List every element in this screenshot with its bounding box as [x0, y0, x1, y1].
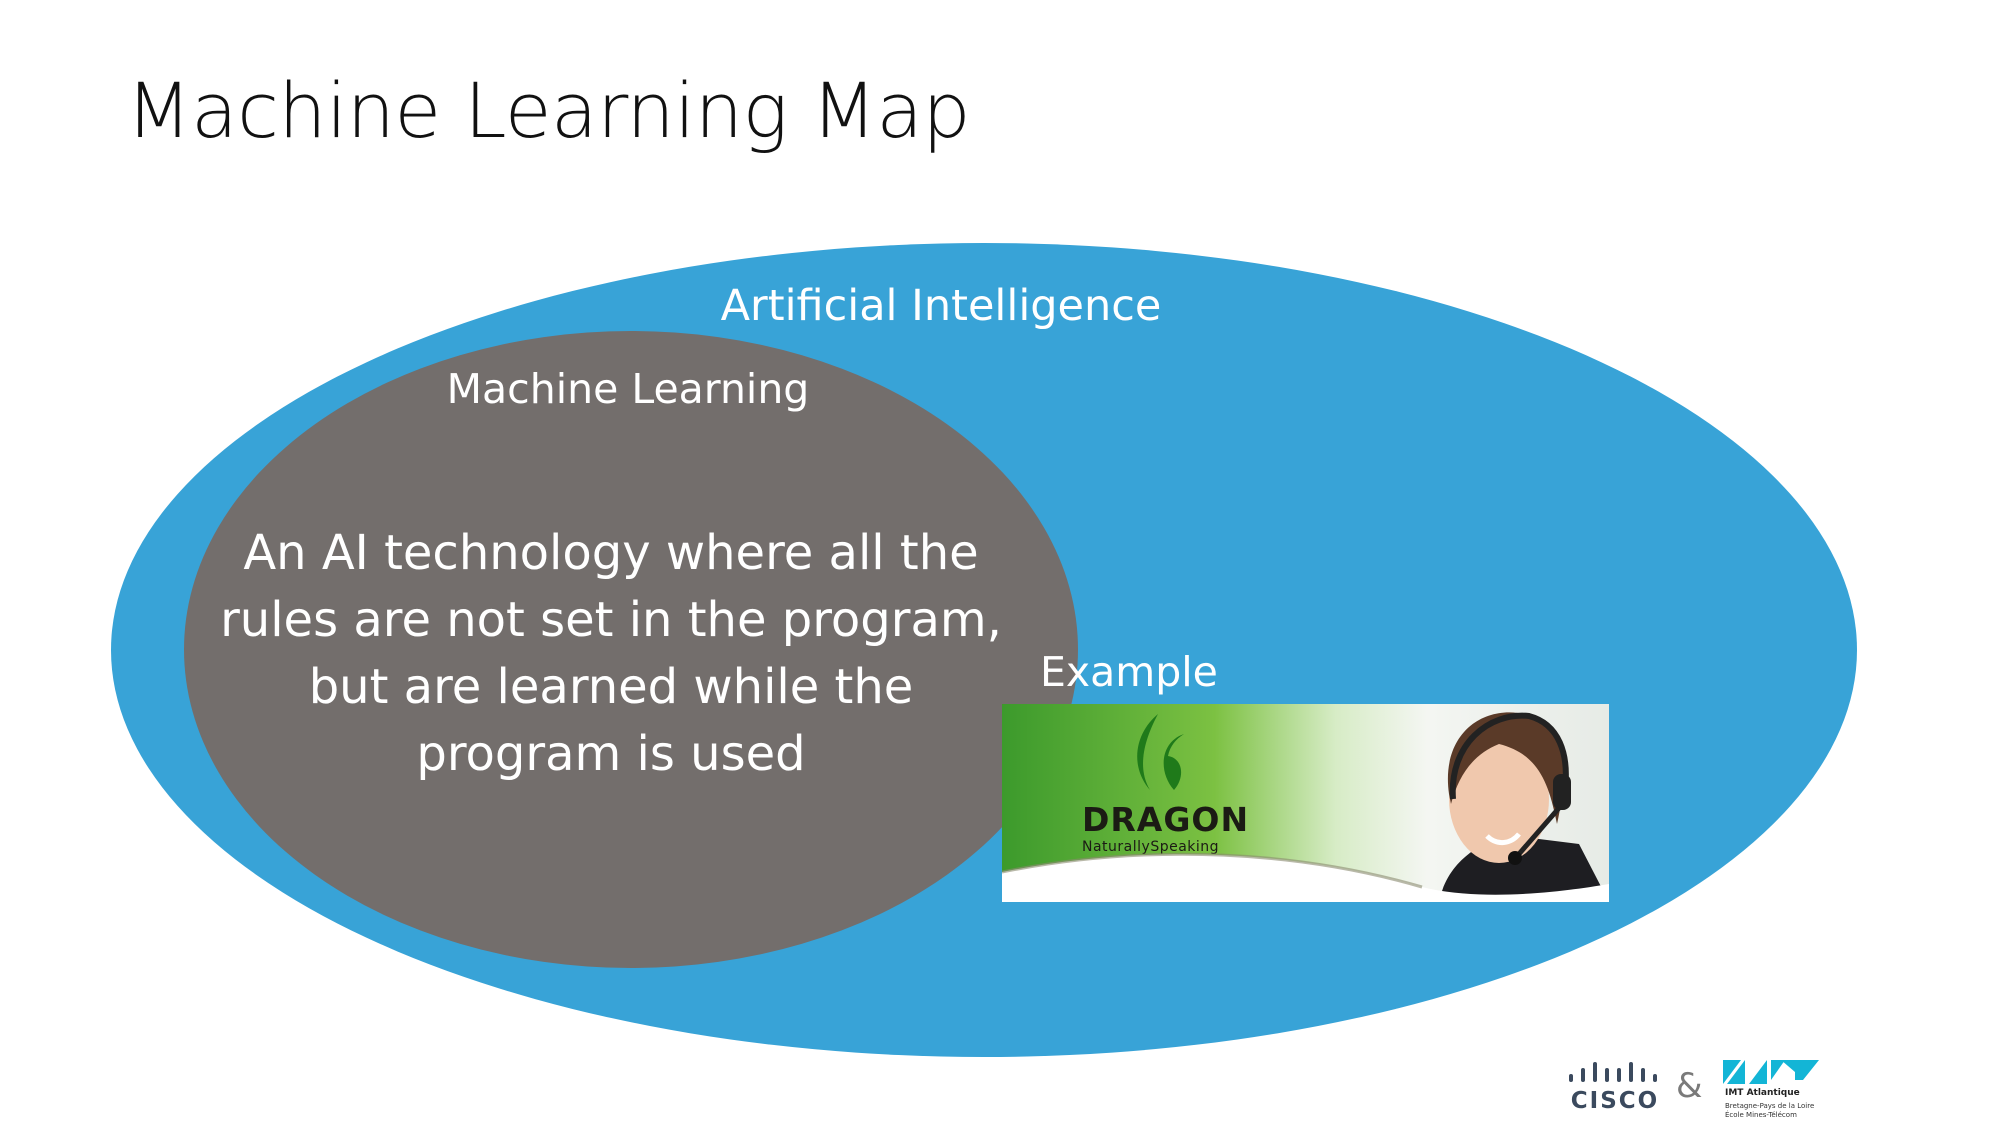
- machine-learning-ellipse: [184, 331, 1078, 968]
- banner-wave: [1002, 852, 1609, 902]
- imt-subtitle-1: Bretagne-Pays de la Loire: [1725, 1102, 1815, 1110]
- imt-name: IMT Atlantique: [1725, 1088, 1800, 1098]
- imt-atlantique-logo: IMT Atlantique Bretagne-Pays de la Loire…: [1723, 1058, 1833, 1120]
- dragon-subtitle-text: NaturallySpeaking: [1082, 839, 1220, 855]
- ml-label: Machine Learning: [446, 365, 810, 413]
- description-line: rules are not set in the program,: [220, 592, 1002, 648]
- slide-title: Machine Learning Map: [126, 66, 971, 155]
- ampersand: &: [1676, 1066, 1703, 1106]
- ai-label: Artificial Intelligence: [720, 281, 1162, 331]
- cisco-bars-icon: [1569, 1062, 1657, 1082]
- cisco-logo: CISCO: [1566, 1060, 1664, 1114]
- imt-mark-icon: [1723, 1060, 1819, 1084]
- ml-description: An AI technology where all the rules are…: [211, 520, 1011, 788]
- dragon-naturallyspeaking-image: DRAGON NaturallySpeaking: [1002, 704, 1609, 902]
- description-line: program is used: [416, 726, 806, 782]
- dragon-brand-text: DRAGON: [1082, 800, 1250, 839]
- description-line: An AI technology where all the: [243, 525, 979, 581]
- dragon-flame-icon: [1137, 714, 1184, 790]
- imt-subtitle-2: École Mines-Télécom: [1725, 1111, 1797, 1119]
- example-label: Example: [1040, 648, 1218, 696]
- description-line: but are learned while the: [308, 659, 914, 715]
- cisco-wordmark: CISCO: [1570, 1088, 1660, 1114]
- headset-woman-photo: [1439, 712, 1609, 902]
